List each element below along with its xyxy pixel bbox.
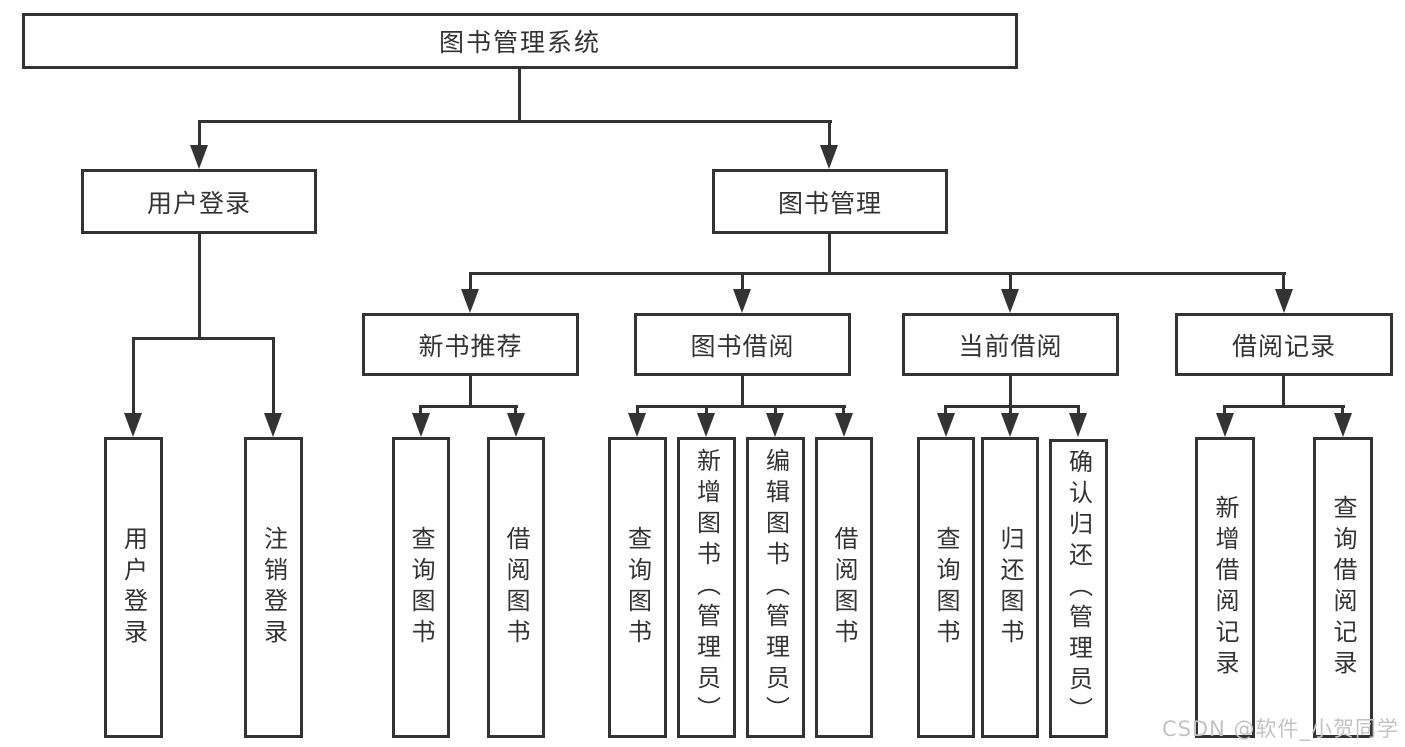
- connector-bookmgmt-hline: [469, 272, 1286, 275]
- leaf-add-borrow-record: 新增借阅记录: [1195, 437, 1255, 738]
- arrowhead-icon: [124, 413, 142, 437]
- connector-borrow-vline: [741, 376, 744, 407]
- node-borrow-records: 借阅记录: [1175, 313, 1393, 376]
- leaf-label: 归还图书: [996, 525, 1024, 650]
- node-user-login: 用户登录: [81, 169, 317, 234]
- leaf-label: 新增借阅记录: [1211, 494, 1239, 681]
- leaf-return-book: 归还图书: [981, 437, 1039, 738]
- connector-borrow-stem-4: [842, 405, 845, 416]
- arrowhead-icon: [937, 413, 955, 437]
- arrowhead-icon: [766, 413, 784, 437]
- connector-borrow-stem-1: [636, 405, 639, 416]
- leaf-add-book-admin: 新增图书（管理员）: [677, 437, 736, 738]
- arrowhead-icon: [820, 145, 838, 169]
- connector-current-vline: [1009, 376, 1012, 407]
- connector-records-vline: [1282, 376, 1285, 407]
- connector-bookmgmt-stem-2: [741, 272, 744, 292]
- node-root: 图书管理系统: [22, 13, 1018, 69]
- arrowhead-icon: [628, 413, 646, 437]
- connector-root-right-stem: [828, 120, 831, 148]
- connector-records-hline: [1223, 405, 1345, 408]
- connector-borrow-stem-2: [705, 405, 708, 416]
- connector-borrow-stem-3: [774, 405, 777, 416]
- leaf-label: 借阅图书: [830, 525, 858, 650]
- connector-bookmgmt-stem-3: [1009, 272, 1012, 292]
- leaf-label: 新增图书（管理员）: [692, 448, 721, 727]
- connector-root-left-stem: [198, 120, 201, 148]
- connector-root-vline: [518, 69, 521, 123]
- connector-records-stem-2: [1341, 405, 1344, 416]
- arrowhead-icon: [264, 413, 282, 437]
- leaf-label: 确认归还（管理员）: [1064, 449, 1093, 728]
- leaf-query-book-borrow: 查询图书: [608, 437, 667, 738]
- connector-userlogin-stem-1: [132, 337, 135, 417]
- connector-records-stem-1: [1223, 405, 1226, 416]
- connector-newbook-stem-1: [419, 405, 422, 416]
- leaf-borrow-book-recommend: 借阅图书: [487, 437, 545, 738]
- leaf-user-login: 用户登录: [104, 437, 163, 738]
- arrowhead-icon: [1334, 413, 1352, 437]
- leaf-label: 注销登录: [259, 525, 288, 650]
- arrowhead-icon: [1216, 413, 1234, 437]
- arrowhead-icon: [697, 413, 715, 437]
- arrowhead-icon: [412, 413, 430, 437]
- arrowhead-icon: [507, 413, 525, 437]
- connector-newbook-stem-2: [514, 405, 517, 416]
- leaf-label: 查询图书: [932, 525, 960, 650]
- leaf-logout: 注销登录: [244, 437, 303, 738]
- node-new-book-recommend: 新书推荐: [362, 313, 579, 376]
- arrowhead-icon: [1275, 289, 1293, 313]
- arrowhead-icon: [1069, 413, 1087, 437]
- arrowhead-icon: [1001, 289, 1019, 313]
- arrowhead-icon: [461, 289, 479, 313]
- leaf-label: 用户登录: [119, 525, 148, 650]
- leaf-edit-book-admin: 编辑图书（管理员）: [746, 437, 805, 738]
- connector-userlogin-vline: [198, 234, 201, 340]
- connector-newbook-hline: [419, 405, 518, 408]
- connector-bookmgmt-stem-4: [1282, 272, 1285, 292]
- arrowhead-icon: [835, 413, 853, 437]
- connector-bookmgmt-vline: [828, 234, 831, 274]
- connector-userlogin-hline: [132, 337, 275, 340]
- connector-userlogin-stem-2: [272, 337, 275, 417]
- csdn-watermark: CSDN @软件_小贺同学: [1161, 717, 1399, 741]
- leaf-label: 查询图书: [623, 525, 652, 650]
- connector-root-hline: [198, 120, 832, 123]
- leaf-query-borrow-record: 查询借阅记录: [1313, 437, 1373, 738]
- connector-newbook-vline: [469, 376, 472, 407]
- connector-current-stem-2: [1009, 405, 1012, 416]
- leaf-label: 查询图书: [407, 525, 435, 650]
- connector-current-stem-1: [944, 405, 947, 416]
- connector-current-hline: [944, 405, 1080, 408]
- leaf-label: 编辑图书（管理员）: [761, 448, 790, 727]
- arrowhead-icon: [1001, 413, 1019, 437]
- leaf-query-book-current: 查询图书: [917, 437, 975, 738]
- node-current-borrow: 当前借阅: [902, 313, 1119, 376]
- leaf-borrow-book: 借阅图书: [815, 437, 873, 738]
- connector-bookmgmt-stem-1: [469, 272, 472, 292]
- leaf-label: 借阅图书: [502, 525, 530, 650]
- connector-current-stem-3: [1077, 405, 1080, 416]
- connector-borrow-hline: [636, 405, 846, 408]
- leaf-label: 查询借阅记录: [1329, 494, 1357, 681]
- node-book-borrow: 图书借阅: [634, 313, 851, 376]
- arrowhead-icon: [190, 145, 208, 169]
- leaf-confirm-return-admin: 确认归还（管理员）: [1049, 439, 1108, 738]
- arrowhead-icon: [733, 289, 751, 313]
- node-book-management: 图书管理: [712, 169, 948, 234]
- leaf-query-book-recommend: 查询图书: [392, 437, 450, 738]
